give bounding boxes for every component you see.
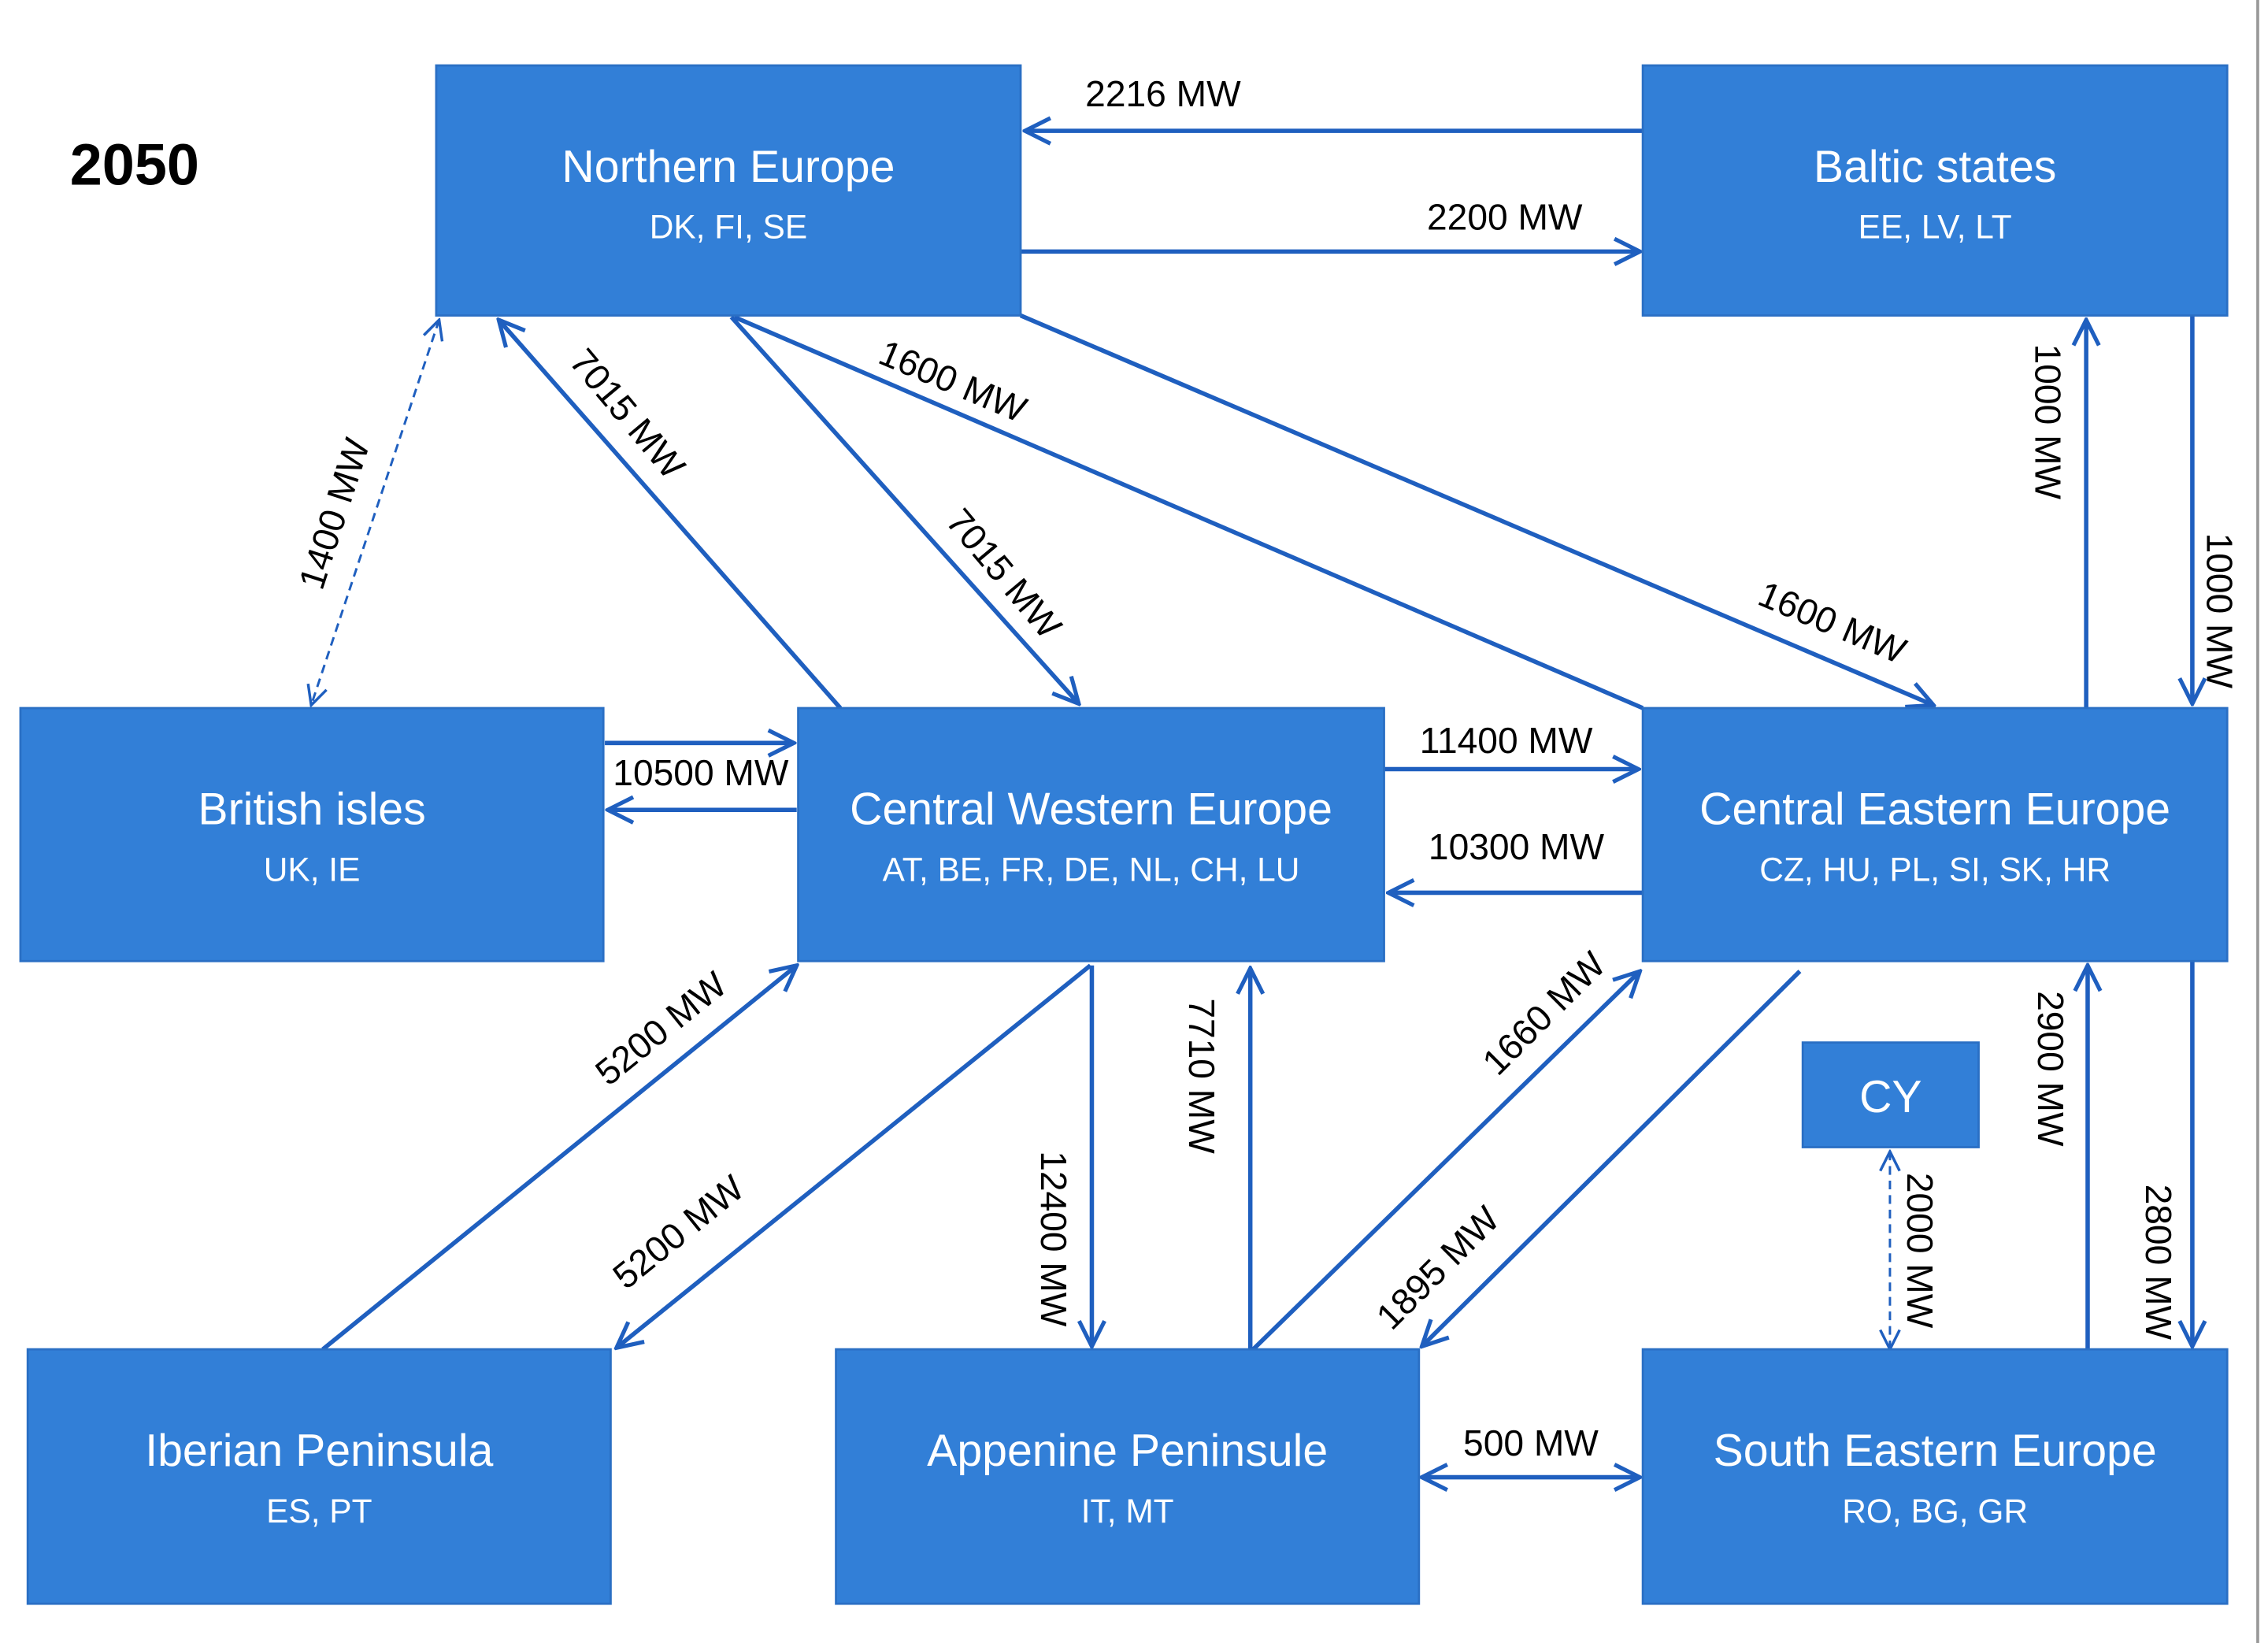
capacity-label: 2000 MW (1899, 1173, 1940, 1329)
region-box-bg (26, 1348, 612, 1605)
region-box-bg (19, 707, 605, 962)
capacity-label: 10500 MW (613, 752, 789, 793)
capacity-label: 500 MW (1463, 1422, 1599, 1463)
capacity-label: 2200 MW (1427, 197, 1583, 238)
capacity-label: 1000 MW (2028, 344, 2069, 500)
region-box-bg (1641, 1348, 2229, 1605)
region-box-bg (835, 1348, 1421, 1605)
capacity-label: 1600 MW (1753, 573, 1912, 672)
capacity-label: 7015 MW (939, 501, 1070, 647)
capacity-label: 12400 MW (1033, 1151, 1074, 1327)
region-box-bg (1641, 64, 2229, 317)
region-countries: AT, BE, FR, DE, NL, CH, LU (883, 851, 1300, 888)
capacity-label: 2800 MW (2138, 1185, 2179, 1341)
flow-arrow-northern-to-british (311, 320, 439, 705)
capacity-label: 7710 MW (1181, 998, 1222, 1154)
capacity-label: 10300 MW (1429, 826, 1605, 867)
diagram-title: 2050 (70, 132, 199, 197)
region-box-bg (435, 64, 1022, 317)
capacity-label: 1660 MW (1474, 944, 1614, 1083)
region-countries: IT, MT (1081, 1493, 1174, 1530)
region-name: Baltic states (1814, 142, 2056, 192)
capacity-label: 1600 MW (873, 332, 1032, 430)
capacity-label: 1000 MW (2199, 533, 2240, 689)
region-countries: CZ, HU, PL, SI, SK, HR (1759, 851, 2110, 888)
region-name: Appenine Peninsule (927, 1426, 1328, 1476)
region-countries: RO, BG, GR (1842, 1493, 2028, 1530)
region-box-bg (1801, 1041, 1980, 1148)
region-countries: EE, LV, LT (1858, 209, 2012, 246)
flow-arrow-appenine-to-cee (1251, 971, 1640, 1352)
flow-arrow-cee-to-appenine (1422, 970, 1802, 1346)
region-name: Central Eastern Europe (1699, 784, 2170, 835)
region-countries: ES, PT (266, 1493, 372, 1530)
capacity-label: 5200 MW (605, 1166, 752, 1296)
region-countries: UK, IE (264, 851, 361, 888)
region-box-bg (797, 707, 1385, 962)
flow-arrow-iberian-to-cwe (321, 966, 797, 1352)
flow-arrow-cwe-to-iberian (617, 963, 1092, 1348)
capacity-label: 1400 MW (291, 433, 378, 594)
capacity-label: 2216 MW (1085, 73, 1241, 114)
flow-arrow-cwe-to-northern (498, 320, 843, 710)
region-name: Central Western Europe (850, 784, 1332, 835)
region-name: Northern Europe (561, 142, 895, 192)
region-box-cy: CY (1801, 1041, 1980, 1148)
flow-arrow-northern-to-cwe (729, 315, 1079, 703)
region-countries: DK, FI, SE (650, 209, 807, 246)
capacity-label: 2900 MW (2030, 991, 2071, 1147)
region-name: British isles (198, 784, 425, 835)
region-box-bg (1641, 707, 2229, 962)
region-name: South Eastern Europe (1714, 1426, 2157, 1476)
region-name: CY (1859, 1072, 1922, 1122)
flow-arrow-northern-to-cee (1019, 313, 1933, 706)
capacity-label: 11400 MW (1420, 720, 1593, 761)
flow-arrow-cee-to-northern (733, 314, 1644, 710)
region-name: Iberian Peninsula (145, 1426, 493, 1476)
